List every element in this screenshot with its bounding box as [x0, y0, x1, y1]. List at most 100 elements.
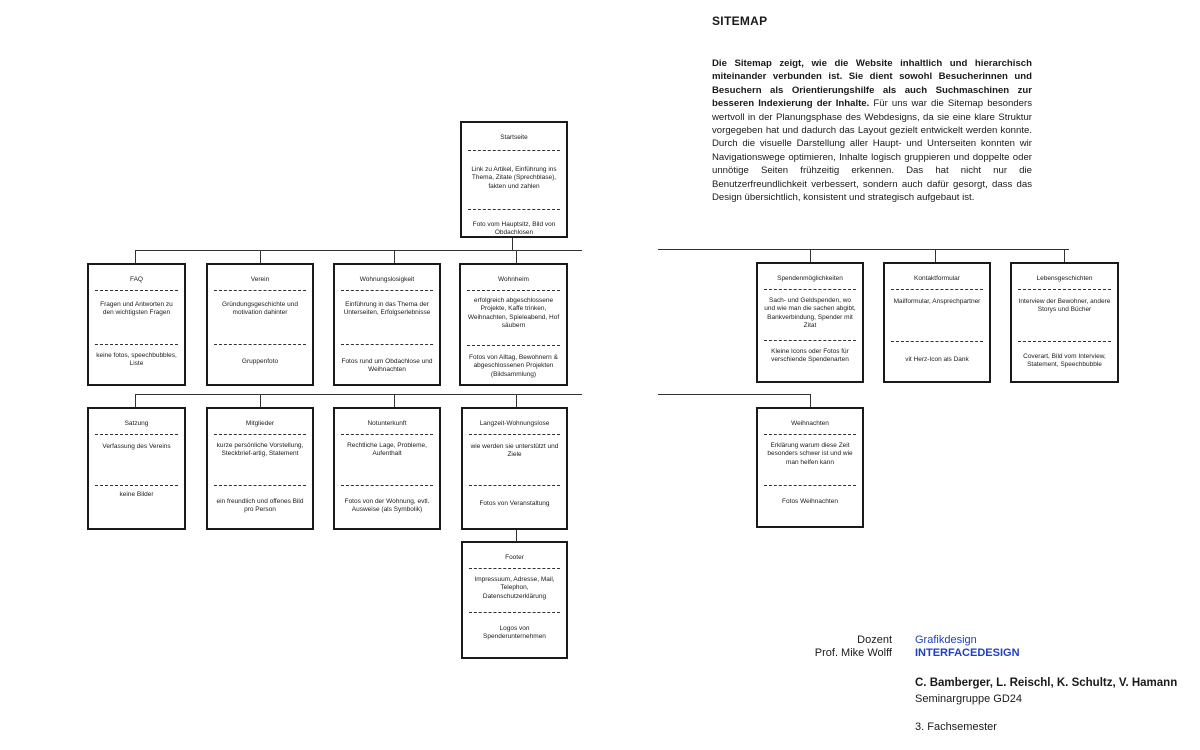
seminar-group: Seminargruppe GD24: [915, 693, 1023, 705]
node-lebensgeschichten: Lebensgeschichten Interview der Bewohner…: [1010, 262, 1119, 383]
node-media: vit Herz-Icon als Dank: [905, 356, 969, 363]
connector: [135, 250, 582, 251]
divider: [95, 344, 178, 345]
divider: [214, 434, 306, 435]
node-spendenmoeglichkeiten: Spendenmöglichkeiten Sach- und Geldspend…: [756, 262, 864, 383]
node-title: Spendenmöglichkeiten: [777, 275, 843, 282]
divider: [469, 568, 560, 569]
divider: [467, 345, 560, 346]
divider: [95, 434, 178, 435]
node-title: Wohnungslosigkeit: [359, 276, 415, 283]
node-title: Satzung: [124, 420, 149, 427]
divider: [469, 612, 560, 613]
node-content: Einführung in das Thema der Unterseiten,…: [343, 301, 431, 317]
node-media: Fotos rund um Obdachlose und Weihnachten: [341, 358, 433, 374]
divider: [468, 150, 560, 151]
node-content: Verfassung des Vereins: [102, 443, 171, 450]
node-startseite: Startseite Link zu Artikel, Einführung i…: [460, 121, 568, 238]
node-wohnheim: Wohnheim erfolgreich abgeschlossene Proj…: [459, 263, 568, 386]
intro-paragraph: Die Sitemap zeigt, wie die Website inhal…: [712, 57, 1032, 204]
page-title: SITEMAP: [712, 14, 768, 28]
divider: [214, 485, 306, 486]
connector: [394, 250, 395, 264]
node-title: Kontaktformular: [914, 275, 960, 282]
divider: [341, 434, 433, 435]
node-media: Gruppenfoto: [241, 358, 279, 365]
divider: [469, 485, 560, 486]
divider: [1018, 341, 1111, 342]
connector: [810, 394, 811, 408]
divider: [341, 290, 433, 291]
node-media: Fotos Weihnachten: [782, 498, 838, 505]
intro-bold: Die Sitemap zeigt, wie die Website inhal…: [712, 58, 1032, 110]
divider: [764, 485, 856, 486]
connector: [516, 250, 517, 264]
connector: [658, 394, 811, 395]
connector: [260, 250, 261, 264]
connector: [260, 394, 261, 408]
connector: [1064, 249, 1065, 263]
node-langzeit-wohnungslose: Langzeit-Wohnungslose wie werden sie unt…: [461, 407, 568, 530]
divider: [95, 290, 178, 291]
connector: [516, 529, 517, 542]
node-title: Startseite: [500, 134, 528, 141]
node-title: Wohnheim: [498, 276, 529, 283]
node-content: Sach- und Geldspenden, wo und wie man di…: [764, 297, 856, 330]
node-wohnungslosigkeit: Wohnungslosigkeit Einführung in das Them…: [333, 263, 441, 386]
connector: [135, 394, 136, 408]
node-mitglieder: Mitglieder kurze persönliche Vorstellung…: [206, 407, 314, 530]
connector: [935, 249, 936, 263]
connector: [810, 249, 811, 263]
divider: [764, 340, 856, 341]
connector: [135, 394, 582, 395]
node-faq: FAQ Fragen und Antworten zu den wichtigs…: [87, 263, 186, 386]
node-title: Langzeit-Wohnungslose: [479, 420, 550, 427]
node-content: Rechtliche Lage, Probleme, Aufenthalt: [347, 442, 427, 458]
dozent-name: Prof. Mike Wolff: [814, 647, 892, 659]
course-block: Grafikdesign INTERFACEDESIGN: [915, 634, 1020, 660]
node-title: Lebensgeschichten: [1036, 275, 1093, 282]
course-line2: INTERFACEDESIGN: [915, 647, 1020, 659]
node-media: Logos von Spenderunternehmen: [483, 625, 546, 641]
node-kontaktformular: Kontaktformular Mailformular, Ansprechpa…: [883, 262, 991, 383]
divider: [467, 290, 560, 291]
node-title: FAQ: [129, 276, 143, 283]
connector: [516, 394, 517, 408]
divider: [341, 485, 433, 486]
node-media: Fotos von der Wohnung, evtl. Ausweise (a…: [344, 498, 430, 514]
dozent-block: Dozent Prof. Mike Wolff: [800, 634, 892, 660]
node-content: Fragen und Antworten zu den wichtigsten …: [100, 301, 173, 317]
connector: [512, 237, 513, 250]
node-content: Link zu Artikel, Einführung ins Thema, Z…: [471, 166, 557, 190]
divider: [469, 434, 560, 435]
intro-text: Für uns war die Sitemap besonders wertvo…: [712, 98, 1033, 204]
node-media: Kleine Icons oder Fotos für verschiende …: [771, 348, 849, 364]
divider: [95, 485, 178, 486]
node-media: Fotos von Alltag, Bewohnern & abgeschlos…: [469, 354, 558, 378]
node-media: keine Bilder: [119, 491, 154, 498]
node-footer: Footer Impressuum, Adresse, Mail, Teleph…: [461, 541, 568, 659]
divider: [214, 290, 306, 291]
connector: [394, 394, 395, 408]
node-title: Weihnachten: [791, 420, 829, 427]
divider: [214, 344, 306, 345]
node-media: ein freundlich und offenes Bild pro Pers…: [216, 498, 304, 514]
dozent-label: Dozent: [857, 634, 892, 646]
node-title: Notunterkunft: [367, 420, 407, 427]
connector: [135, 250, 136, 264]
divider: [764, 289, 856, 290]
node-media: keine fotos, speechbubbles, Liste: [96, 352, 177, 368]
divider: [891, 289, 983, 290]
divider: [468, 209, 560, 210]
node-media: Coverart, Bild vom Interview, Statement,…: [1023, 353, 1106, 369]
node-title: Mitglieder: [245, 420, 275, 427]
node-content: erfolgreich abgeschlossene Projekte, Kaf…: [467, 297, 560, 330]
divider: [764, 434, 856, 435]
node-content: Mailformular, Ansprechpartner: [893, 298, 981, 305]
node-content: Gründungsgeschichte und motivation dahin…: [222, 301, 298, 317]
node-title: Footer: [505, 554, 524, 561]
node-content: wie werden sie unterstützt und Ziele: [470, 443, 559, 459]
node-verein: Verein Gründungsgeschichte und motivatio…: [206, 263, 314, 386]
node-content: Erklärung warum diese Zeit besonders sch…: [767, 442, 853, 466]
node-content: Impressuum, Adresse, Mail, Telephon, Dat…: [474, 576, 555, 600]
